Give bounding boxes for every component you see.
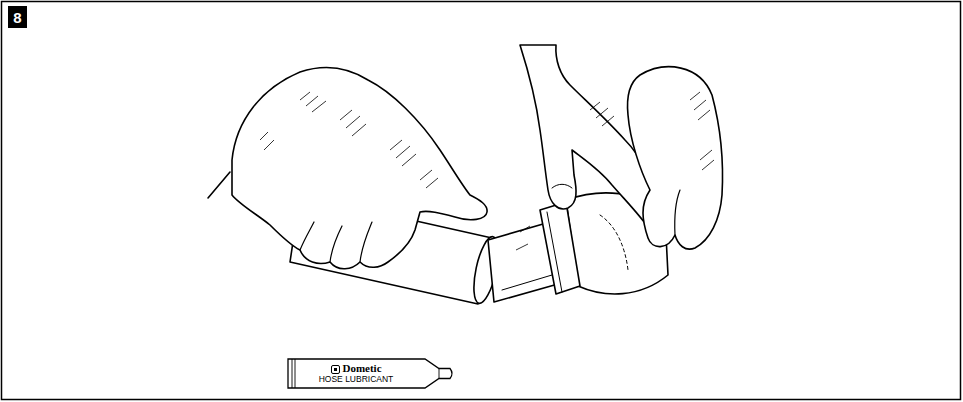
thumbnail [552, 184, 572, 188]
right-hand [628, 67, 723, 249]
fitting-highlight [502, 275, 552, 290]
tube-label: DometicHOSE LUBRICANT [287, 357, 425, 390]
tube-body [288, 359, 452, 388]
ring-edge [547, 212, 562, 292]
left-wrist [208, 172, 230, 198]
step-number: 8 [13, 10, 21, 25]
finger-line [675, 190, 680, 235]
lubricant-tube: DometicHOSE LUBRICANT [287, 357, 455, 390]
step-number-box: 8 [8, 6, 27, 28]
hatching [260, 92, 714, 250]
finger-lines [300, 222, 372, 262]
brand-logo [331, 365, 340, 374]
hose-contour [600, 215, 628, 270]
tube-crimp [292, 359, 439, 388]
product-name: HOSE LUBRICANT [319, 375, 394, 384]
left-hand [232, 67, 487, 268]
hose-ring [540, 202, 580, 294]
